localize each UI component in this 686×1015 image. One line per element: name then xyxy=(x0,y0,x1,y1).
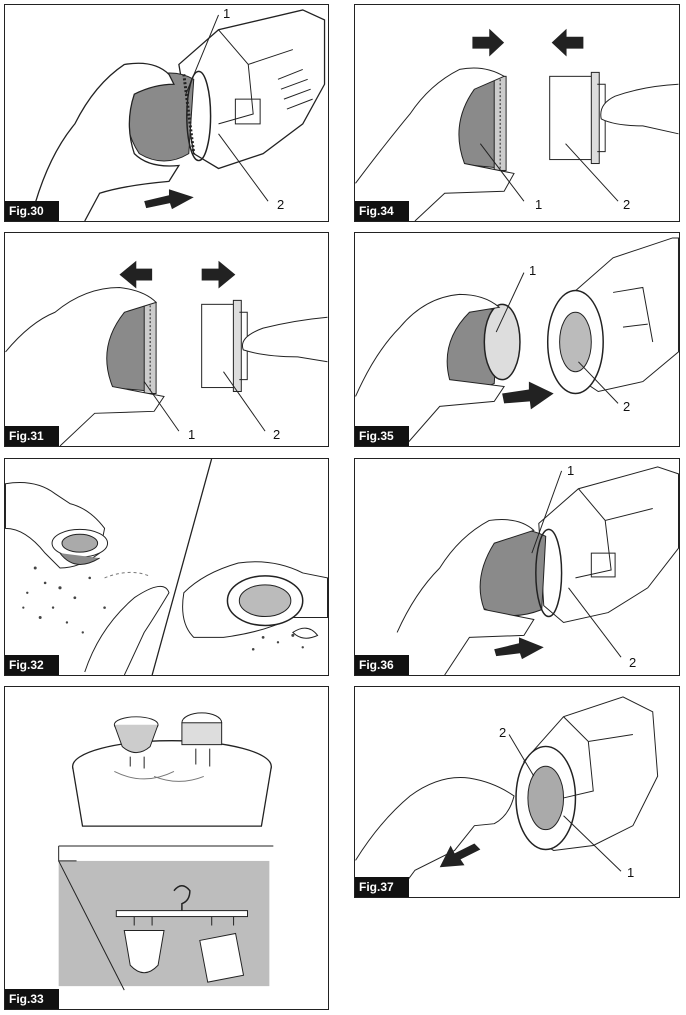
fig30-illustration xyxy=(34,9,326,221)
figure-32: Fig.32 xyxy=(4,458,329,676)
figure-34: 1 2 Fig.34 xyxy=(354,4,680,222)
figure-31: 1 2 Fig.31 xyxy=(4,232,329,447)
figure-33: Fig.33 xyxy=(4,686,329,1010)
fig33-illustration xyxy=(58,712,274,991)
figure-label: Fig.36 xyxy=(355,655,409,675)
figure-label: Fig.35 xyxy=(355,426,409,446)
fig34-illustration xyxy=(355,28,679,221)
callout-2: 2 xyxy=(499,725,507,740)
figure-37: 2 1 Fig.37 xyxy=(354,686,680,898)
figure-label: Fig.31 xyxy=(5,426,59,446)
callout-1: 1 xyxy=(188,427,196,442)
callout-1: 1 xyxy=(567,463,575,478)
figure-label: Fig.32 xyxy=(5,655,59,675)
fig37-illustration xyxy=(355,696,659,897)
fig35-illustration xyxy=(355,237,679,446)
callout-1: 1 xyxy=(535,197,543,212)
callout-2: 2 xyxy=(623,197,631,212)
fig36-illustration xyxy=(396,466,679,675)
figure-30: 1 2 Fig.30 xyxy=(4,4,329,222)
callout-2: 2 xyxy=(277,197,285,212)
figure-35: 1 2 Fig.35 xyxy=(354,232,680,447)
figure-label: Fig.33 xyxy=(5,989,59,1009)
callout-1: 1 xyxy=(223,6,231,21)
fig31-illustration xyxy=(5,260,328,446)
callout-2: 2 xyxy=(273,427,281,442)
callout-1: 1 xyxy=(627,865,635,880)
callout-1: 1 xyxy=(529,263,537,278)
callout-2: 2 xyxy=(623,399,631,414)
fig32-illustration xyxy=(5,459,328,675)
figure-label: Fig.30 xyxy=(5,201,59,221)
figure-36: 1 2 Fig.36 xyxy=(354,458,680,676)
figure-label: Fig.37 xyxy=(355,877,409,897)
callout-2: 2 xyxy=(629,655,637,670)
figure-label: Fig.34 xyxy=(355,201,409,221)
